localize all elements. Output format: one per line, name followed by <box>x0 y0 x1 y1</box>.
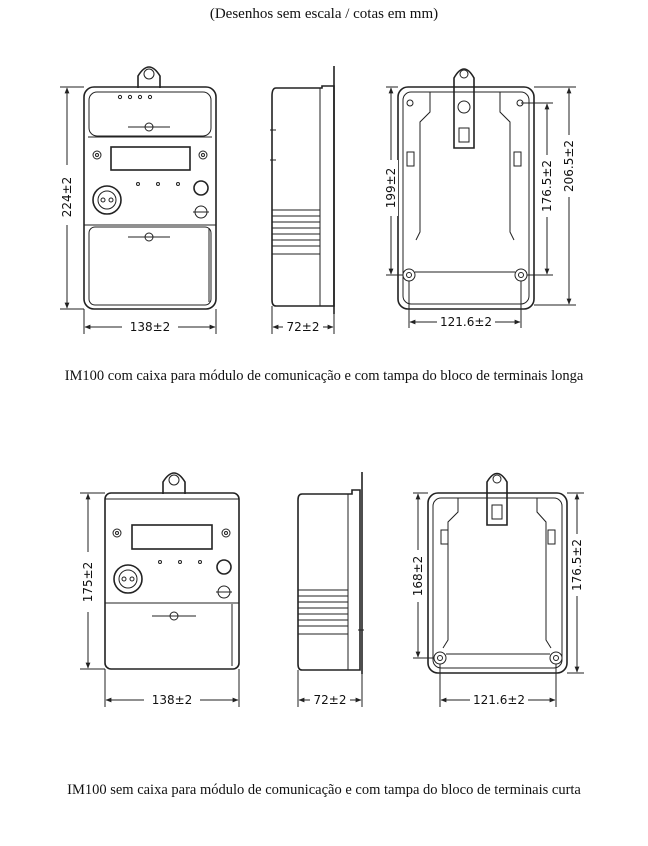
v1-side-dim-lines <box>271 306 335 334</box>
caption-variant-2: IM100 sem caixa para módulo de comunicaç… <box>67 782 581 798</box>
v2-mount-width-label: 121.6±2 <box>473 693 525 707</box>
v1-mount-height-b-label: 176.5±2 <box>540 160 554 212</box>
v1-mount-height-a-label: 199±2 <box>384 168 398 209</box>
v2-mount-height-a-label: 168±2 <box>411 556 425 597</box>
caption-variant-1: IM100 com caixa para módulo de comunicaç… <box>64 368 584 384</box>
v2-front-dim-lines <box>80 492 240 707</box>
v1-height-label: 224±2 <box>60 177 74 218</box>
v2-side-view <box>297 472 364 674</box>
v1-front-dim-lines <box>60 86 217 334</box>
v1-side-view <box>270 66 335 314</box>
v1-width-label: 138±2 <box>130 320 171 334</box>
v1-mount-width-label: 121.6±2 <box>440 315 492 329</box>
v2-front-view <box>104 472 240 670</box>
v2-depth-label: 72±2 <box>314 693 347 707</box>
v1-side-fins <box>272 215 320 247</box>
v2-side-dim-lines <box>297 670 363 707</box>
v1-depth-label: 72±2 <box>287 320 320 334</box>
v1-back-dim-lines <box>384 86 576 329</box>
v2-mount-height-b-label: 176.5±2 <box>570 539 584 591</box>
v2-back-view <box>427 472 568 674</box>
v1-front-view <box>83 66 217 310</box>
header-note: (Desenhos sem escala / cotas em mm) <box>209 6 439 22</box>
v2-side-fins <box>298 595 348 627</box>
v2-back-dim-lines <box>411 492 584 707</box>
v1-back-view <box>397 68 535 310</box>
v1-mount-height-c-label: 206.5±2 <box>562 140 576 192</box>
v2-width-label: 138±2 <box>152 693 193 707</box>
v2-height-label: 175±2 <box>81 562 95 603</box>
